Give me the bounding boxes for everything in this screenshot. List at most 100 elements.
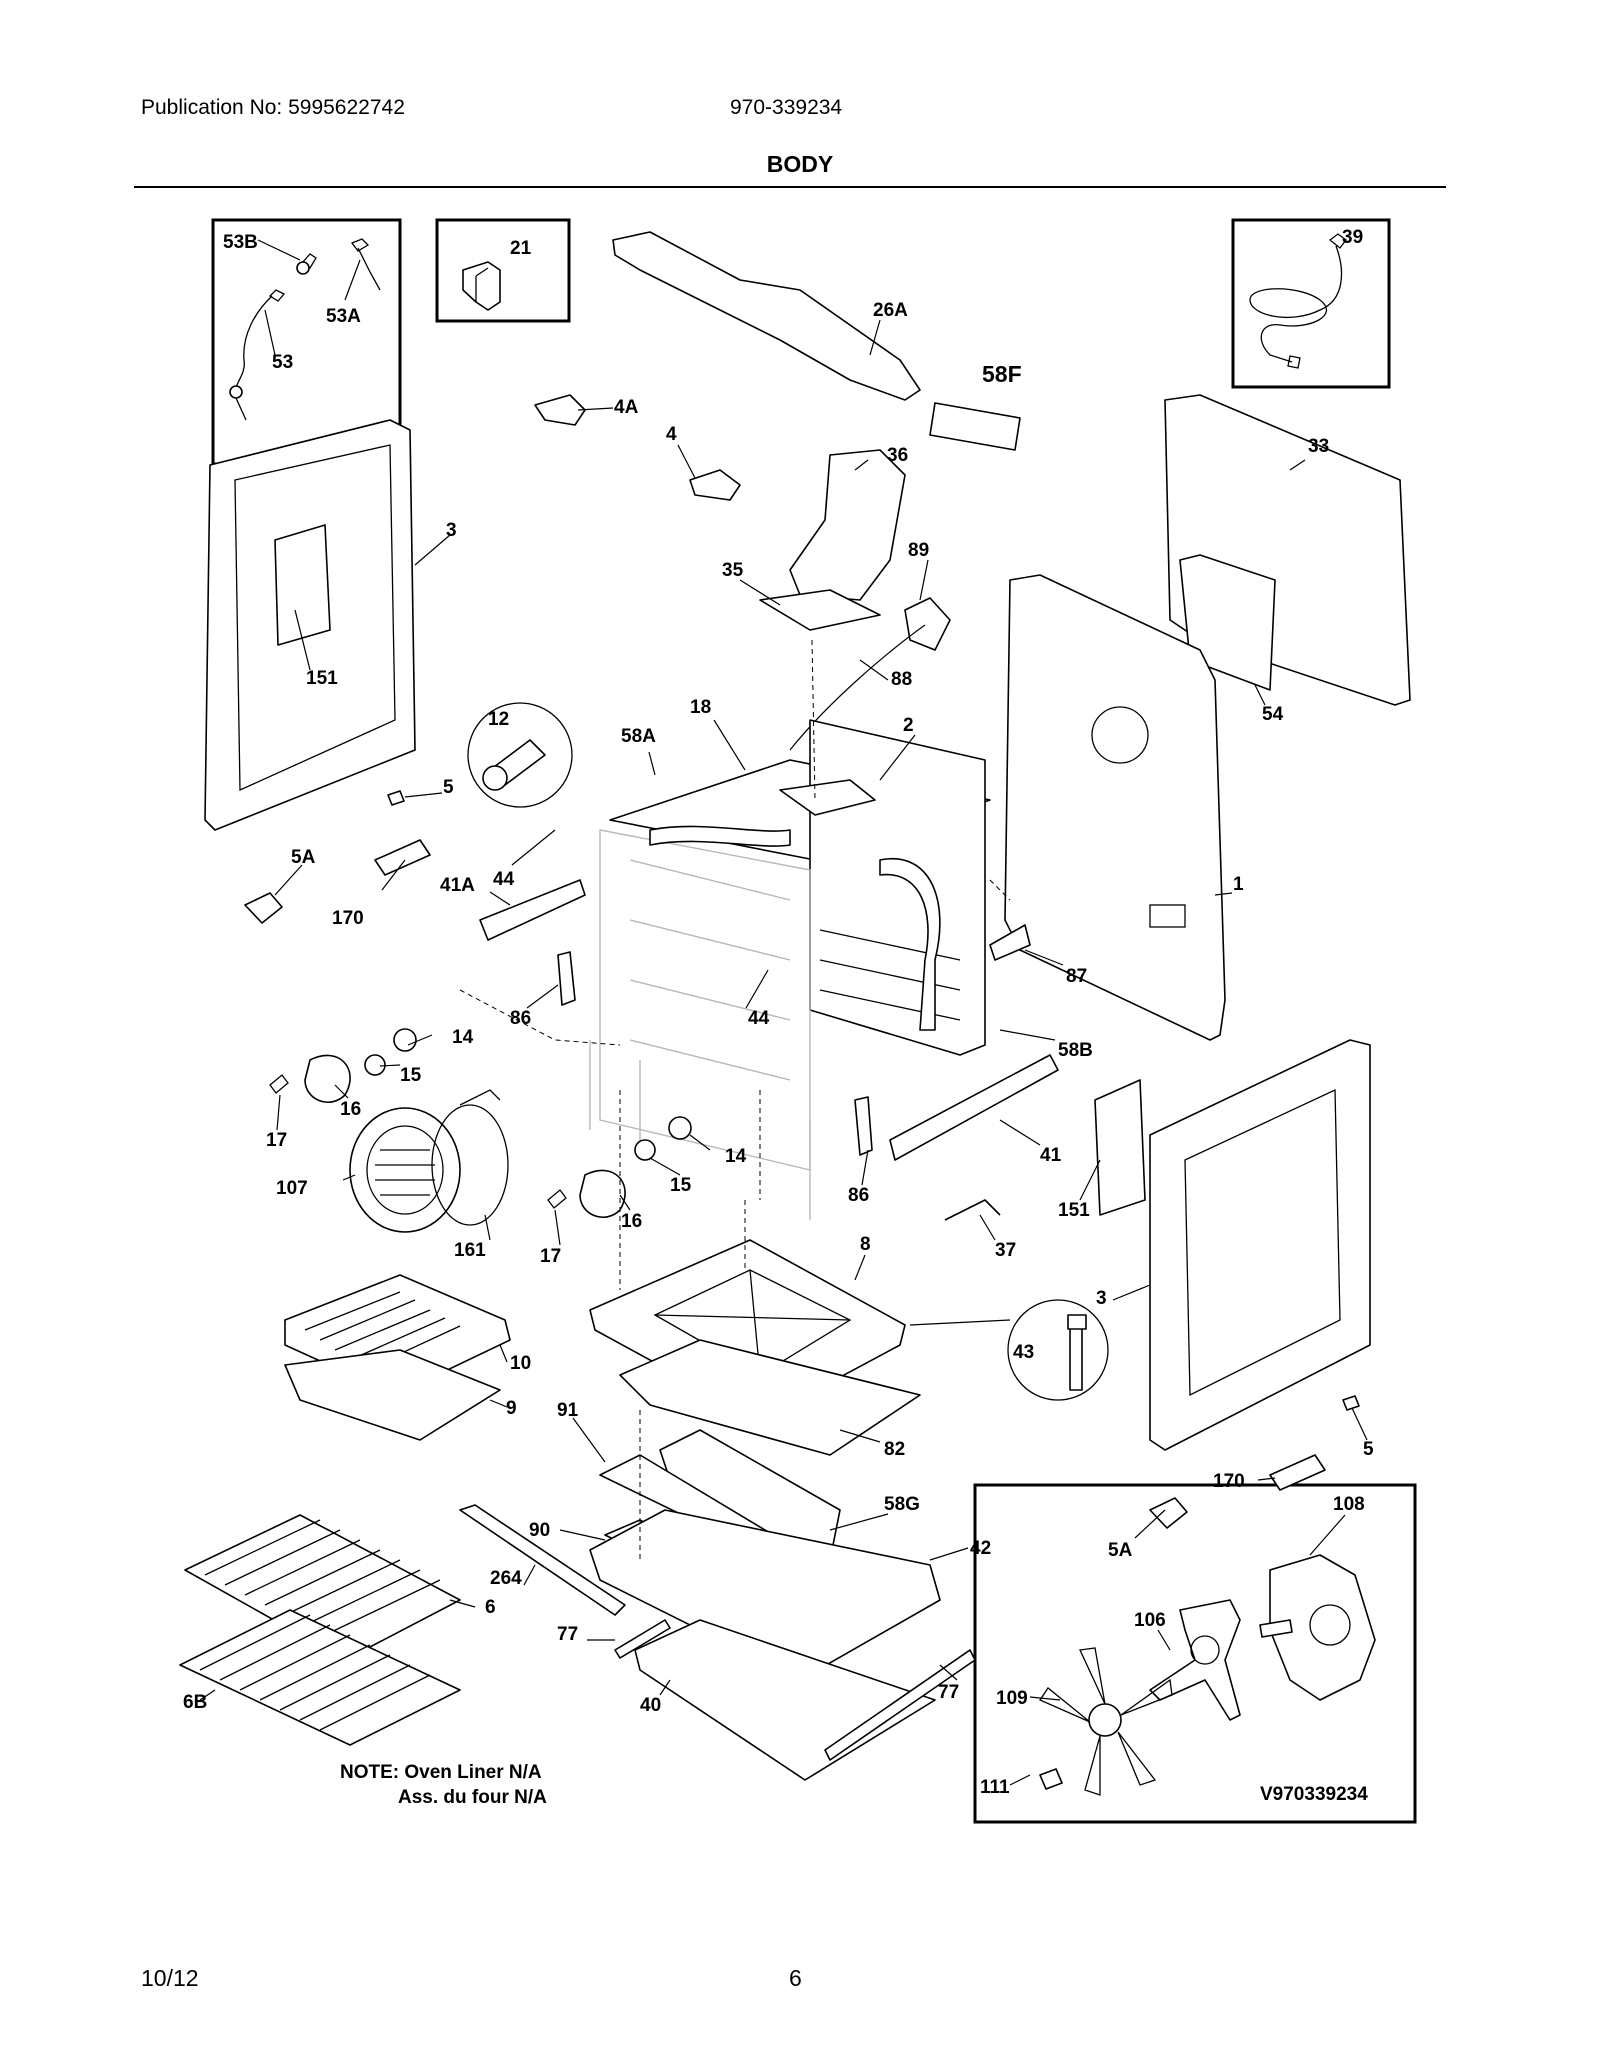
alignment-lines: [459, 639, 1011, 1560]
callout: 5A: [1108, 1540, 1133, 1561]
part-42-lower-pan: [589, 1509, 941, 1681]
callout: 151: [1058, 1200, 1090, 1221]
callout: 161: [454, 1240, 486, 1261]
footer-page-number: 6: [789, 1965, 802, 1991]
callout: 4A: [614, 397, 639, 418]
callout: 14: [452, 1027, 474, 1048]
callout: 88: [891, 669, 912, 690]
part-43-bolt-inset: [1007, 1299, 1109, 1401]
oven-cavity: [589, 719, 991, 1220]
part-5a-hinge-left: [244, 892, 283, 924]
callout: 108: [1333, 1494, 1365, 1515]
part-151-bracket-right: [1094, 1079, 1146, 1216]
model-number: 970-339234: [730, 96, 843, 119]
callout: 5A: [291, 847, 316, 868]
inset-box-21: [435, 218, 571, 323]
callout: 86: [510, 1008, 531, 1029]
callout: 264: [490, 1568, 522, 1589]
callout: 1: [1233, 874, 1244, 895]
callout: 17: [540, 1246, 561, 1267]
part-264-rail: [459, 1504, 626, 1616]
callout: 90: [529, 1520, 550, 1541]
callout: 151: [306, 668, 338, 689]
callout: 44: [493, 869, 515, 890]
callout: 91: [557, 1400, 579, 1421]
callout: 3: [446, 520, 457, 541]
callout: 54: [1262, 704, 1284, 725]
callout: 17: [266, 1130, 287, 1151]
part-170-hinge-right: [1269, 1454, 1326, 1491]
part-26a-bracket: [612, 231, 921, 401]
inset-box-convection-fan: [973, 1483, 1417, 1824]
callout: 39: [1342, 227, 1363, 248]
callout: 89: [908, 540, 929, 561]
part-36-vent-duct: [789, 449, 906, 601]
header-rule: [134, 186, 1446, 188]
callout: 15: [670, 1175, 692, 1196]
callout: 21: [510, 238, 532, 259]
callout: 77: [557, 1624, 578, 1645]
part-107-fan-cover: [349, 1107, 461, 1233]
callout: 42: [970, 1538, 991, 1559]
callout: 16: [621, 1211, 642, 1232]
part-5-screw-right: [1342, 1395, 1360, 1411]
callout: 170: [332, 908, 364, 929]
part-89-bracket: [904, 597, 951, 651]
callout: 170: [1213, 1471, 1245, 1492]
callout: 37: [995, 1240, 1016, 1261]
callout: 18: [690, 697, 711, 718]
part-35-vent-plate: [759, 589, 881, 631]
callout: 107: [276, 1178, 308, 1199]
note-oven-liner-fr: Ass. du four N/A: [398, 1787, 547, 1808]
part-77-slide-right: [824, 1649, 976, 1761]
callout-labels: 53B 53A 53 21 26A 39 58F 4A 4 36 33 3 35…: [183, 227, 1374, 1808]
drawing-id: V970339234: [1260, 1784, 1368, 1805]
part-82-plate: [619, 1339, 921, 1456]
part-161-gasket: [431, 1104, 509, 1226]
callout: 4: [666, 424, 677, 445]
oven-rack-6b: [179, 1609, 461, 1746]
callout: 6B: [183, 1692, 207, 1713]
part-4a-bracket: [534, 394, 586, 426]
callout: 44: [748, 1008, 770, 1029]
part-77-slide-left: [614, 1619, 671, 1659]
part-58f-insulation: [929, 402, 1021, 451]
page-title: BODY: [766, 151, 834, 177]
part-3-right-door: [1149, 1039, 1371, 1451]
fan-blade: [1039, 1647, 1173, 1796]
callout: 5: [1363, 1439, 1374, 1460]
part-4-bracket: [689, 469, 741, 501]
part-12-light-inset: [467, 702, 573, 808]
callout: 6: [485, 1597, 496, 1618]
lamp-assembly-lower: [547, 1116, 692, 1219]
callout: 9: [506, 1398, 517, 1419]
footer-date: 10/12: [141, 1965, 199, 1991]
callout: 58G: [884, 1494, 920, 1515]
callout: 35: [722, 560, 744, 581]
callout: 106: [1134, 1610, 1166, 1631]
callout: 111: [980, 1777, 1010, 1798]
callout: 41: [1040, 1145, 1062, 1166]
callout: 53A: [326, 306, 361, 327]
callout: 53: [272, 352, 293, 373]
callout: 58F: [982, 361, 1022, 387]
callout: 43: [1013, 1342, 1034, 1363]
part-86-hinge-left: [557, 951, 576, 1006]
callout: 41A: [440, 875, 475, 896]
callout: 10: [510, 1353, 531, 1374]
inset-box-39: [1231, 218, 1391, 389]
lamp-assembly-upper: [269, 1028, 417, 1104]
callout: 82: [884, 1439, 905, 1460]
part-86-hinge-right: [854, 1096, 873, 1156]
part-5-screw-left: [387, 790, 405, 806]
callout: 40: [640, 1695, 661, 1716]
part-5a-hinge-right: [1149, 1497, 1188, 1529]
callout: 2: [903, 715, 914, 736]
callout: 77: [938, 1682, 959, 1703]
callout: 16: [340, 1099, 361, 1120]
callout: 5: [443, 777, 454, 798]
callout: 12: [488, 709, 509, 730]
part-41-rail: [889, 1054, 1059, 1161]
callout: 87: [1066, 966, 1087, 987]
callout: 26A: [873, 300, 908, 321]
